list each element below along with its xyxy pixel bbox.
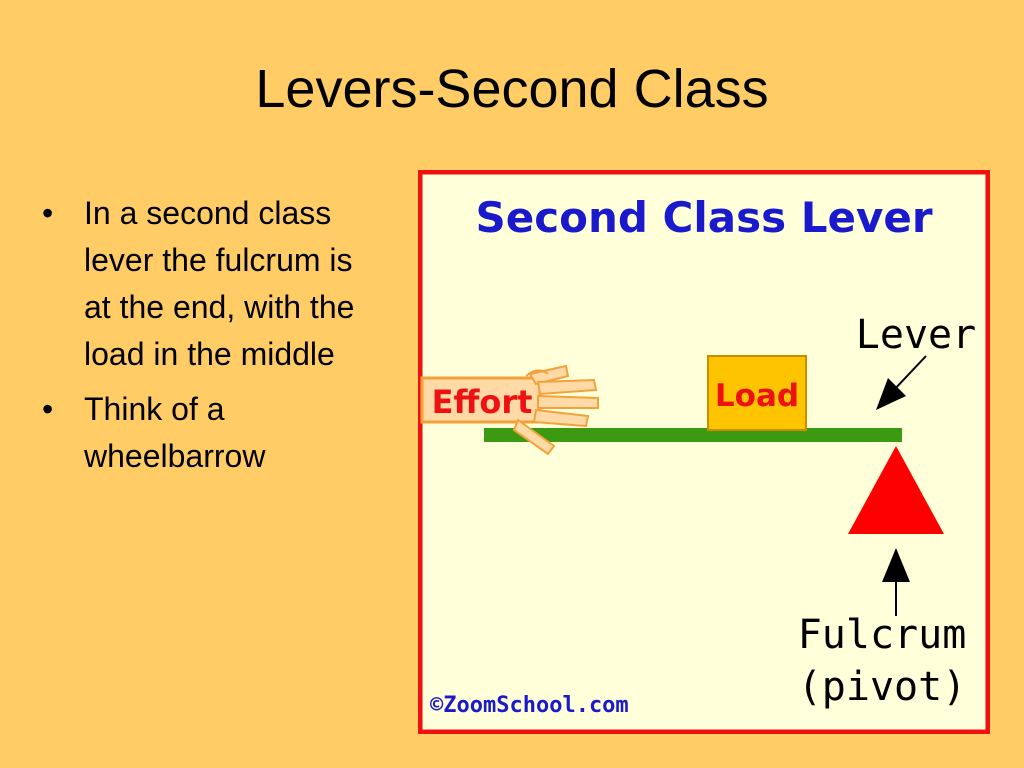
bullet-text: In a second class lever the fulcrum is a…: [84, 195, 355, 372]
slide-title: Levers-Second Class: [255, 59, 769, 119]
effort-hand-icon: [420, 364, 599, 456]
bullet-item: • Think of a wheelbarrow: [40, 386, 380, 480]
load-label: Load: [715, 378, 799, 414]
lever-arrow-icon: [876, 355, 927, 410]
fulcrum-arrow-icon: [882, 548, 910, 616]
lever-bar: [484, 428, 902, 442]
bullet-list: • In a second class lever the fulcrum is…: [40, 190, 380, 488]
diagram-heading: Second Class Lever: [475, 193, 932, 242]
credit-text: ©ZoomSchool.com: [430, 693, 629, 718]
lever-label: Lever: [856, 312, 976, 358]
bullet-text: Think of a wheelbarrow: [84, 391, 266, 474]
load-box: [707, 355, 807, 431]
lever-diagram: Second Class Lever Load Effort Lever: [418, 170, 990, 734]
fulcrum-triangle: [848, 446, 944, 534]
bullet-dot: •: [42, 195, 54, 231]
bullet-dot: •: [42, 391, 54, 427]
fulcrum-label: Fulcrum: [798, 612, 967, 658]
effort-label: Effort: [432, 383, 533, 421]
bullet-item: • In a second class lever the fulcrum is…: [40, 190, 380, 378]
pivot-label: (pivot): [798, 664, 967, 710]
